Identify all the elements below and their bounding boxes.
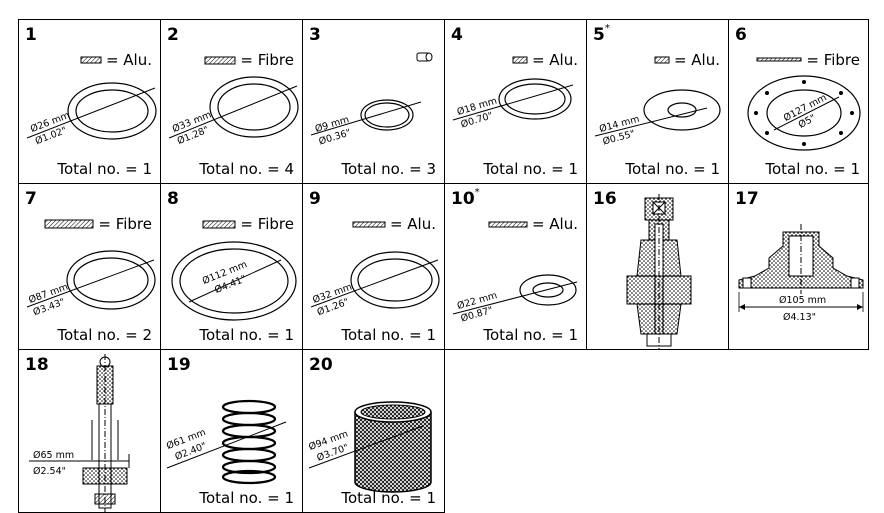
diameter-inch: Ø4.13" xyxy=(783,312,816,323)
washer-drawing: Ø14 mm Ø0.55" xyxy=(594,89,721,148)
part-cell-5: 5* = Alu. Ø14 mm Ø0.55" Total no. = 1 xyxy=(586,19,729,184)
part-number: 4 xyxy=(451,25,463,45)
part-cell-9: 9 = Alu. Ø32 mm Ø1.26" Total no. = 1 xyxy=(302,183,445,350)
cover-flange-drawing: Ø105 mm Ø4.13" xyxy=(738,224,864,323)
part-cell-20: 20 Ø94 mm Ø3.70" Total no. = 1 xyxy=(302,349,445,513)
fibre-gasket-section-icon xyxy=(44,219,94,229)
part-number: 6 xyxy=(735,25,747,45)
material-label: = Fibre xyxy=(44,215,152,233)
material-label: = Alu. xyxy=(488,215,578,233)
total-count: Total no. = 1 xyxy=(341,489,436,507)
part-number: 1 xyxy=(25,25,37,45)
part-number: 3 xyxy=(309,25,321,45)
part-cell-6: 6 = Fibre Ø127 mm Ø5" Total no. = 1 xyxy=(728,19,869,184)
gasket-ring-drawing: Ø32 mm Ø1.26" xyxy=(310,251,440,318)
part-number: 7 xyxy=(25,189,37,209)
alu-gasket-section-icon xyxy=(488,221,528,227)
alu-gasket-section-icon xyxy=(654,56,670,64)
part-cell-16: 16 xyxy=(586,183,729,350)
fibre-gasket-section-icon xyxy=(202,220,236,228)
part-number: 8 xyxy=(167,189,179,209)
total-count: Total no. = 1 xyxy=(625,160,720,178)
part-number: 9 xyxy=(309,189,321,209)
part-number: 18 xyxy=(25,355,49,375)
part-cell-17: 17 Ø105 mm Ø4.13" xyxy=(728,183,869,350)
diameter-inch: Ø2.54" xyxy=(33,466,66,477)
material-label: = Fibre xyxy=(756,51,860,69)
material-label: = Alu. xyxy=(512,51,578,69)
material-label: = Alu. xyxy=(352,215,436,233)
part-cell-2: 2 = Fibre Ø33 mm Ø1.28" Total no. = 4 xyxy=(160,19,303,184)
total-count: Total no. = 1 xyxy=(341,326,436,344)
total-count: Total no. = 1 xyxy=(199,489,294,507)
alu-gasket-section-icon xyxy=(512,56,528,64)
total-count: Total no. = 1 xyxy=(199,326,294,344)
armature-assembly-drawing: Ø65 mm Ø2.54" xyxy=(29,354,130,512)
part-cell-7: 7 = Fibre Ø87 mm Ø3.43" Total no. = 2 xyxy=(18,183,161,350)
flange-gasket-drawing: Ø127 mm Ø5" xyxy=(747,75,861,151)
diameter-mm: Ø65 mm xyxy=(33,450,74,461)
part-number: 2 xyxy=(167,25,179,45)
part-cell-10: 10* = Alu. Ø22 mm Ø0.87" Total no. = 1 xyxy=(444,183,587,350)
washer-drawing: Ø22 mm Ø0.87" xyxy=(452,274,578,324)
fibre-gasket-section-icon xyxy=(204,56,236,64)
total-count: Total no. = 1 xyxy=(765,160,860,178)
total-count: Total no. = 2 xyxy=(57,326,152,344)
part-number: 5* xyxy=(593,23,610,45)
total-count: Total no. = 1 xyxy=(483,160,578,178)
gasket-ring-drawing: Ø18 mm Ø0.70" xyxy=(452,78,574,130)
part-number: 17 xyxy=(735,189,759,209)
part-cell-18: 18 Ø65 mm Ø2.54" xyxy=(18,349,161,513)
diameter-mm: Ø105 mm xyxy=(779,295,826,306)
material-label: = Alu. xyxy=(80,51,152,69)
valve-insert-drawing xyxy=(626,194,692,349)
parts-grid: 1 = Alu. Ø26 mm Ø1.02" Total no. = 1 2 =… xyxy=(18,19,869,513)
gasket-ring-drawing: Ø26 mm Ø1.02" xyxy=(26,82,157,147)
gasket-ring-drawing: Ø33 mm Ø1.28" xyxy=(168,76,299,147)
spring-drawing: Ø61 mm Ø2.40" xyxy=(165,399,287,485)
material-label: = Fibre xyxy=(204,51,294,69)
part-number: 16 xyxy=(593,189,617,209)
gasket-ring-drawing: Ø112 mm Ø4.41" xyxy=(171,241,297,321)
small-seal-drawing: Ø9 mm Ø0.36" xyxy=(310,52,433,147)
part-cell-8: 8 = Fibre Ø112 mm Ø4.41" Total no. = 1 xyxy=(160,183,303,350)
total-count: Total no. = 4 xyxy=(199,160,294,178)
strainer-drawing: Ø94 mm Ø3.70" xyxy=(307,401,432,493)
fibre-gasket-section-icon xyxy=(756,57,802,62)
part-number: 20 xyxy=(309,355,333,375)
alu-gasket-section-icon xyxy=(80,56,102,64)
part-cell-4: 4 = Alu. Ø18 mm Ø0.70" Total no. = 1 xyxy=(444,19,587,184)
alu-gasket-section-icon xyxy=(352,221,386,227)
part-cell-19: 19 Ø61 mm Ø2.40" Total no. = 1 xyxy=(160,349,303,513)
part-cell-3: 3 Ø9 mm Ø0.36" Total no. = 3 xyxy=(302,19,445,184)
total-count: Total no. = 1 xyxy=(483,326,578,344)
material-label: = Fibre xyxy=(202,215,294,233)
part-cell-1: 1 = Alu. Ø26 mm Ø1.02" Total no. = 1 xyxy=(18,19,161,184)
part-number: 19 xyxy=(167,355,191,375)
gasket-ring-drawing: Ø87 mm Ø3.43" xyxy=(26,250,156,318)
part-number: 10* xyxy=(451,187,480,209)
total-count: Total no. = 1 xyxy=(57,160,152,178)
total-count: Total no. = 3 xyxy=(341,160,436,178)
material-label: = Alu. xyxy=(654,51,720,69)
